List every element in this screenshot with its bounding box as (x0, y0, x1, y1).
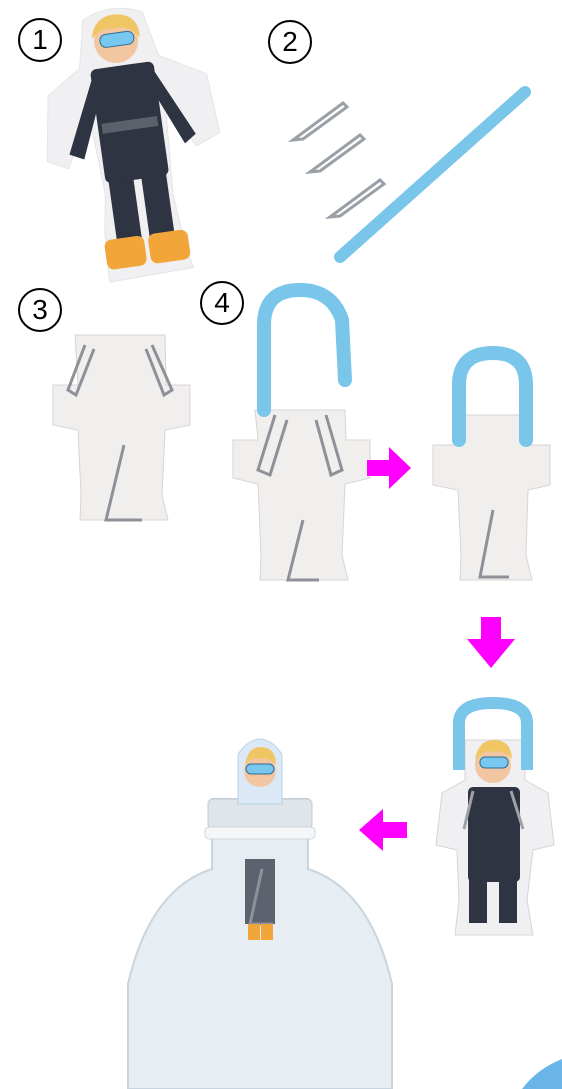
step-3-label: 3 (32, 296, 48, 324)
step-2-badge: 2 (268, 20, 312, 64)
assembled-diver-icon (430, 695, 560, 945)
step4-result-card-icon (430, 345, 555, 595)
step-4-label: 4 (214, 289, 230, 317)
step3-card-icon (50, 315, 190, 545)
arrow-down-icon (465, 615, 517, 670)
step4-card-icon (230, 280, 365, 595)
arrow-right-icon (363, 443, 413, 493)
diver-card-icon (20, 0, 240, 280)
step-2-label: 2 (282, 28, 298, 56)
bottle-icon (120, 729, 400, 1089)
corner-decoration-icon (522, 1059, 562, 1089)
straw-icon (330, 82, 540, 272)
